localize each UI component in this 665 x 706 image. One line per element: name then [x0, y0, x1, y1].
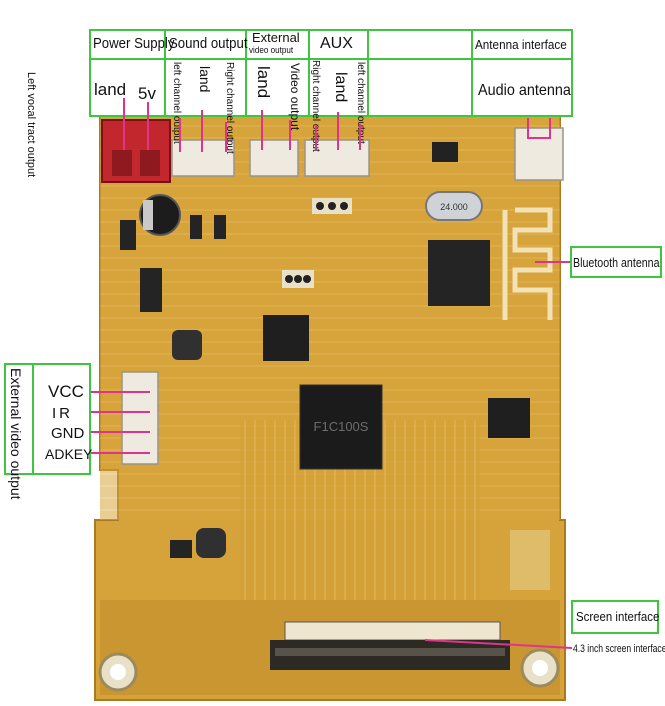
left-vocal-tract-output-label: Left vocal tract output	[25, 72, 37, 178]
land-aux-label: land	[332, 72, 349, 103]
eeprom-chip	[488, 398, 530, 438]
external-header-line2: video output	[249, 45, 294, 55]
divider	[367, 58, 369, 117]
external-header-line1: External	[252, 30, 300, 45]
screen-interface-box	[571, 600, 659, 634]
vcc-pin-label: VCC	[48, 382, 84, 401]
divider	[164, 58, 166, 117]
divider	[367, 29, 369, 60]
aux-header: AUX	[320, 35, 353, 52]
divider	[164, 29, 166, 60]
antenna-connector	[514, 127, 564, 181]
crystal-label: 24.000	[440, 202, 468, 212]
bluetooth-pcb-antenna	[502, 207, 553, 320]
antenna-interface-header: Antenna interface	[475, 37, 567, 52]
left-channel-output-label: left channel output	[171, 62, 182, 144]
screen-interface-label: Screen interface	[576, 609, 660, 624]
pin-label-box	[34, 363, 91, 475]
audio-antenna-label: Audio antenna	[478, 82, 571, 99]
divider	[245, 58, 247, 117]
bluetooth-antenna-label: Bluetooth antenna	[573, 255, 660, 270]
video-output-connector	[249, 139, 299, 177]
land-video-label: land	[254, 66, 273, 99]
five-v-label: 5v	[138, 84, 156, 103]
external-video-output-box	[4, 363, 34, 475]
inductor	[172, 330, 202, 360]
gnd-pin-label: GND	[51, 425, 85, 442]
divider	[308, 29, 310, 60]
top-label-divider	[89, 58, 573, 60]
sound-output-header: Sound output	[169, 35, 248, 52]
right-channel-output-label: Right channel output	[224, 62, 235, 154]
land-power-label: land	[94, 80, 127, 99]
main-soc	[299, 384, 383, 470]
divider	[308, 58, 310, 117]
adkey-pin-label: ADKEY	[45, 446, 93, 462]
top-label-frame	[89, 29, 573, 117]
aux-right-channel-output-label: Right channel output	[310, 60, 321, 152]
external-video-output-label: External video output	[8, 368, 24, 500]
main-soc-label: F1C100S	[314, 419, 369, 434]
screen-interface-43-label: 4.3 inch screen interface	[573, 643, 665, 655]
bluetooth-chip	[428, 240, 490, 306]
external-video-connector	[121, 371, 159, 465]
crystal-oscillator	[425, 191, 483, 221]
bluetooth-antenna-box	[570, 246, 662, 278]
divider	[245, 29, 247, 60]
aux-left-channel-output-label: left channel output	[355, 62, 366, 144]
divider	[471, 29, 473, 117]
flash-chip	[263, 315, 309, 361]
power-supply-header: Power Supply	[93, 35, 175, 52]
video-output-label: Video output	[288, 63, 302, 131]
ir-pin-label: IR	[52, 405, 73, 422]
land-sound-label: land	[197, 66, 213, 93]
